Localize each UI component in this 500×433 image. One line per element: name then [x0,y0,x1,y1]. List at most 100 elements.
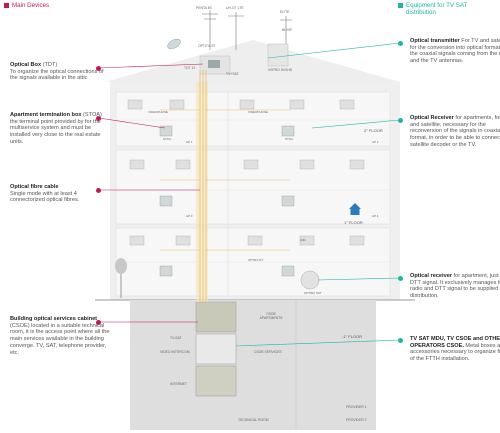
vsat-device [267,43,289,67]
marker-receiver-dtt [398,276,403,281]
note-fibre-body: Single mode with at least 4 connectorize… [10,190,80,204]
stoa-box [281,195,295,207]
label-wifi: WiFi [300,238,306,242]
label-uhf: UH-GT LTE [226,6,244,10]
stoa-box [281,265,295,277]
tv-device [289,99,305,110]
label-ap4: AP 4 [372,214,379,218]
label-csoe-apartments: CSOE APARTMENTS [259,312,283,320]
note-receiver-dtt-body: for apartment, just for DTT signal. It e… [410,273,500,300]
csoe-apartments-cabinet [195,301,237,333]
tdt-box-inner [208,60,220,68]
tv-device [349,159,365,170]
tv-device [129,159,145,170]
note-optical-box-title: Optical Box [10,62,42,68]
tv-device [169,99,185,110]
marker-operators [398,338,403,343]
note-termination-body: (STOA) the terminal point provided by fo… [10,112,102,145]
note-termination-box: Apartment termination box (STOA) the ter… [10,112,105,146]
label-stoa: STOA [285,137,294,141]
note-operators: TV SAT MDU, TV CSOE and OTHER OPERATORS … [410,336,500,363]
tv-device [175,159,191,170]
label-provider2: PROVIDER 2 [346,418,367,422]
note-operators-body: Metal boxes and accessories necessary to… [410,342,500,363]
floor-2-label: 2° FLOOR [364,128,383,133]
stoa-box [159,265,173,277]
tv-device [127,99,143,110]
csoe-internet-cabinet [195,365,237,397]
legend-equipment-line1: Equipment for TV SAT [406,2,468,9]
marker-services-cabinet [96,320,101,325]
label-tdt: TDT 12 [184,66,196,70]
label-provider1: PROVIDER 1 [346,405,367,409]
label-penta: PENTA 80 [196,6,212,10]
note-fibre-cable: Optical fibre cable Single mode with at … [10,184,110,204]
note-transmitter: Optical transmitter For TV and satellite… [410,38,500,65]
tv-device [239,99,255,110]
note-operators-title: TV SAT MDU, TV CSOE and OTHER OPERATORS … [410,336,500,349]
note-transmitter-body: For TV and satellite, for the conversion… [410,38,500,65]
label-videophone: VIDEOPHONE [148,110,169,114]
label-ap1: AP 1 [186,140,193,144]
note-cabinet-title: Building optical services cabinet [10,316,98,322]
note-receiver-body: for apartments, for TV and satellite, ne… [410,115,500,148]
note-transmitter-title: Optical transmitter [410,38,460,44]
label-internet: INTERNET [170,382,187,386]
stoa-boxes [159,125,295,277]
label-csoe-services: CSOE SERVICES [254,350,282,354]
note-receiver: Optical Receiver for apartments, for TV … [410,115,500,149]
note-receiver-dtt-title: Optical receiver [410,273,452,279]
label-elite: ELITE [280,10,290,14]
label-tvsat-room: TV-SAT [170,336,182,340]
note-services-cabinet: Building optical services cabinet (CSOE)… [10,316,110,356]
connector-operators [235,339,401,347]
label-videophone: VIDEOPHONE [248,110,269,114]
optical-receiver-dtt-icon [300,270,320,290]
tv-device [339,99,355,110]
floor-1-label: 1° FLOOR [344,220,363,225]
note-optical-box-body: To organize the optical connections of t… [10,68,104,82]
label-technical-room: TECHNICAL ROOM [238,418,269,422]
label-tvsat: TV+SAT [226,72,239,76]
note-optical-box-suffix: (TDT) [41,62,58,68]
label-stoa: STOA [163,137,172,141]
label-ap3: AP 3 [186,214,193,218]
tv-device [129,235,145,246]
marker-receiver [398,118,403,123]
label-optrx-dt: OPTRX DT [248,258,264,262]
note-fibre-title: Optical fibre cable [10,184,59,190]
label-optirx-sat: OPTIRX SAT [304,291,322,295]
note-cabinet-body: (CSOE) located in a suitable technical r… [10,322,110,356]
stoa-box [159,195,173,207]
legend-main-devices: Main Devices [4,2,49,9]
note-termination-title: Apartment termination box [10,112,82,118]
marker-termination-box [96,116,101,121]
label-vsat: VSPRO 5VXHD [268,68,293,72]
basement [130,300,376,430]
label-optitx: OPTITX-ST [198,44,216,48]
tv-device [247,235,263,246]
tv-device [175,235,191,246]
tv-device [349,235,365,246]
house-icon [349,203,361,215]
connector-termination-box [98,117,166,129]
tree-icon [115,258,127,274]
legend-equipment-label: Equipment for TV SAT distribution [406,2,467,16]
legend-equipment: Equipment for TV SAT distribution [398,2,467,16]
legend-equipment-line2: distribution [406,9,436,16]
legend-main-swatch [4,3,9,8]
label-ap2: AP 2 [372,140,379,144]
marker-optical-box [96,66,101,71]
stoa-box [159,125,173,137]
tv-device [299,235,315,246]
connector-receiver [311,119,401,129]
roof [105,40,400,82]
tv-device [243,159,259,170]
connector-receiver-dtt [317,277,401,281]
satellite-dish-icon [167,38,181,50]
marker-transmitter [398,41,403,46]
marker-fibre-cable [96,188,101,193]
note-receiver-dtt: Optical receiver for apartment, just for… [410,273,500,300]
legend-main-label: Main Devices [12,2,50,9]
connector-transmitter [267,42,401,59]
